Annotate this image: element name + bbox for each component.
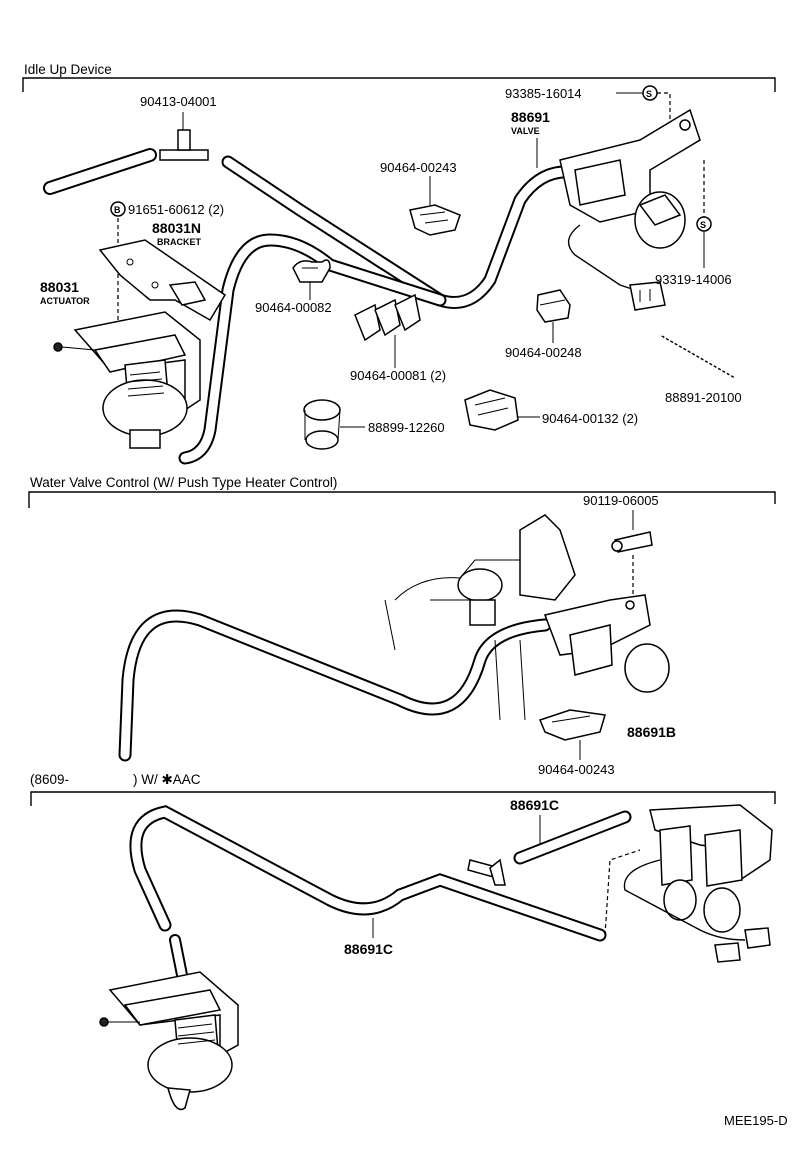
label-88691B: 88691B xyxy=(627,724,676,740)
vsv-valve-icon xyxy=(559,108,701,249)
dash-aac-valves xyxy=(604,849,641,936)
clip-00082-icon xyxy=(292,259,331,283)
engine-outline xyxy=(384,514,576,721)
t-joint-icon xyxy=(159,129,209,161)
clips-00132-icon xyxy=(464,389,519,431)
label-93319-14006: 93319-14006 xyxy=(655,272,732,287)
section-title-aac-prefix: (8609- xyxy=(30,772,69,787)
label-93385-16014: 93385-16014 xyxy=(505,86,582,101)
screw-s-letter-lower: S xyxy=(700,220,706,230)
label-88031: 88031 xyxy=(40,279,79,295)
label-88691C-lower: 88691C xyxy=(344,941,393,957)
hose-water-valve xyxy=(118,609,552,762)
actuator-lower-icon xyxy=(99,971,239,1111)
section-bracket-idle-up xyxy=(22,77,776,92)
vsv-valve-b-icon xyxy=(543,594,670,693)
hose-actuator-loop xyxy=(178,233,447,465)
section-title-idle-up: Idle Up Device xyxy=(24,62,112,77)
dash-93385 xyxy=(657,92,671,120)
bolt-b-letter: B xyxy=(114,205,121,215)
section-title-aac-suffix: ) W/ ✱AAC xyxy=(133,772,201,787)
actuator-icon xyxy=(53,311,201,449)
hose-88691c-long xyxy=(129,805,607,942)
hose-short xyxy=(43,148,157,195)
joint-small-icon xyxy=(467,858,506,886)
bracket-icon xyxy=(98,239,227,322)
clamp-88899-icon xyxy=(303,399,341,450)
label-88031N: 88031N xyxy=(152,220,201,236)
label-88899-12260: 88899-12260 xyxy=(368,420,445,435)
label-90464-00243-lower: 90464-00243 xyxy=(538,762,615,777)
section-bracket-aac xyxy=(30,791,776,806)
clip-00248-icon xyxy=(536,289,571,323)
label-90464-00132: 90464-00132 (2) xyxy=(542,411,638,426)
bolt-90119-icon xyxy=(611,531,653,553)
label-88691: 88691 xyxy=(511,109,550,125)
label-90464-00081: 90464-00081 (2) xyxy=(350,368,446,383)
label-valve-sub: VALVE xyxy=(511,126,540,136)
label-88891-20100: 88891-20100 xyxy=(665,390,742,405)
wire-connector-icon xyxy=(567,224,666,311)
label-90413-04001: 90413-04001 xyxy=(140,94,217,109)
clip-00243-upper-icon xyxy=(409,204,461,236)
twin-vsv-icon xyxy=(623,804,773,963)
clips-00081-icon xyxy=(354,293,421,342)
label-88691C-upper: 88691C xyxy=(510,797,559,813)
label-90464-00248: 90464-00248 xyxy=(505,345,582,360)
label-actuator-sub: ACTUATOR xyxy=(40,296,90,306)
label-90464-00243-upper: 90464-00243 xyxy=(380,160,457,175)
label-90119-06005: 90119-06005 xyxy=(583,493,659,508)
screw-s-letter-upper: S xyxy=(646,89,652,99)
section-bracket-water-valve xyxy=(28,491,776,508)
label-91651-60612: 91651-60612 (2) xyxy=(128,202,224,217)
label-bracket-sub: BRACKET xyxy=(157,237,202,247)
bolt-b-symbol xyxy=(110,201,126,217)
clip-00243-lower-icon xyxy=(538,709,606,741)
figure-code: MEE195-D xyxy=(724,1113,788,1128)
spring-88891-icon xyxy=(659,333,736,380)
section-title-water-valve: Water Valve Control (W/ Push Type Heater… xyxy=(30,475,337,490)
hose-88691c-short xyxy=(513,810,632,865)
label-90464-00082: 90464-00082 xyxy=(255,300,332,315)
